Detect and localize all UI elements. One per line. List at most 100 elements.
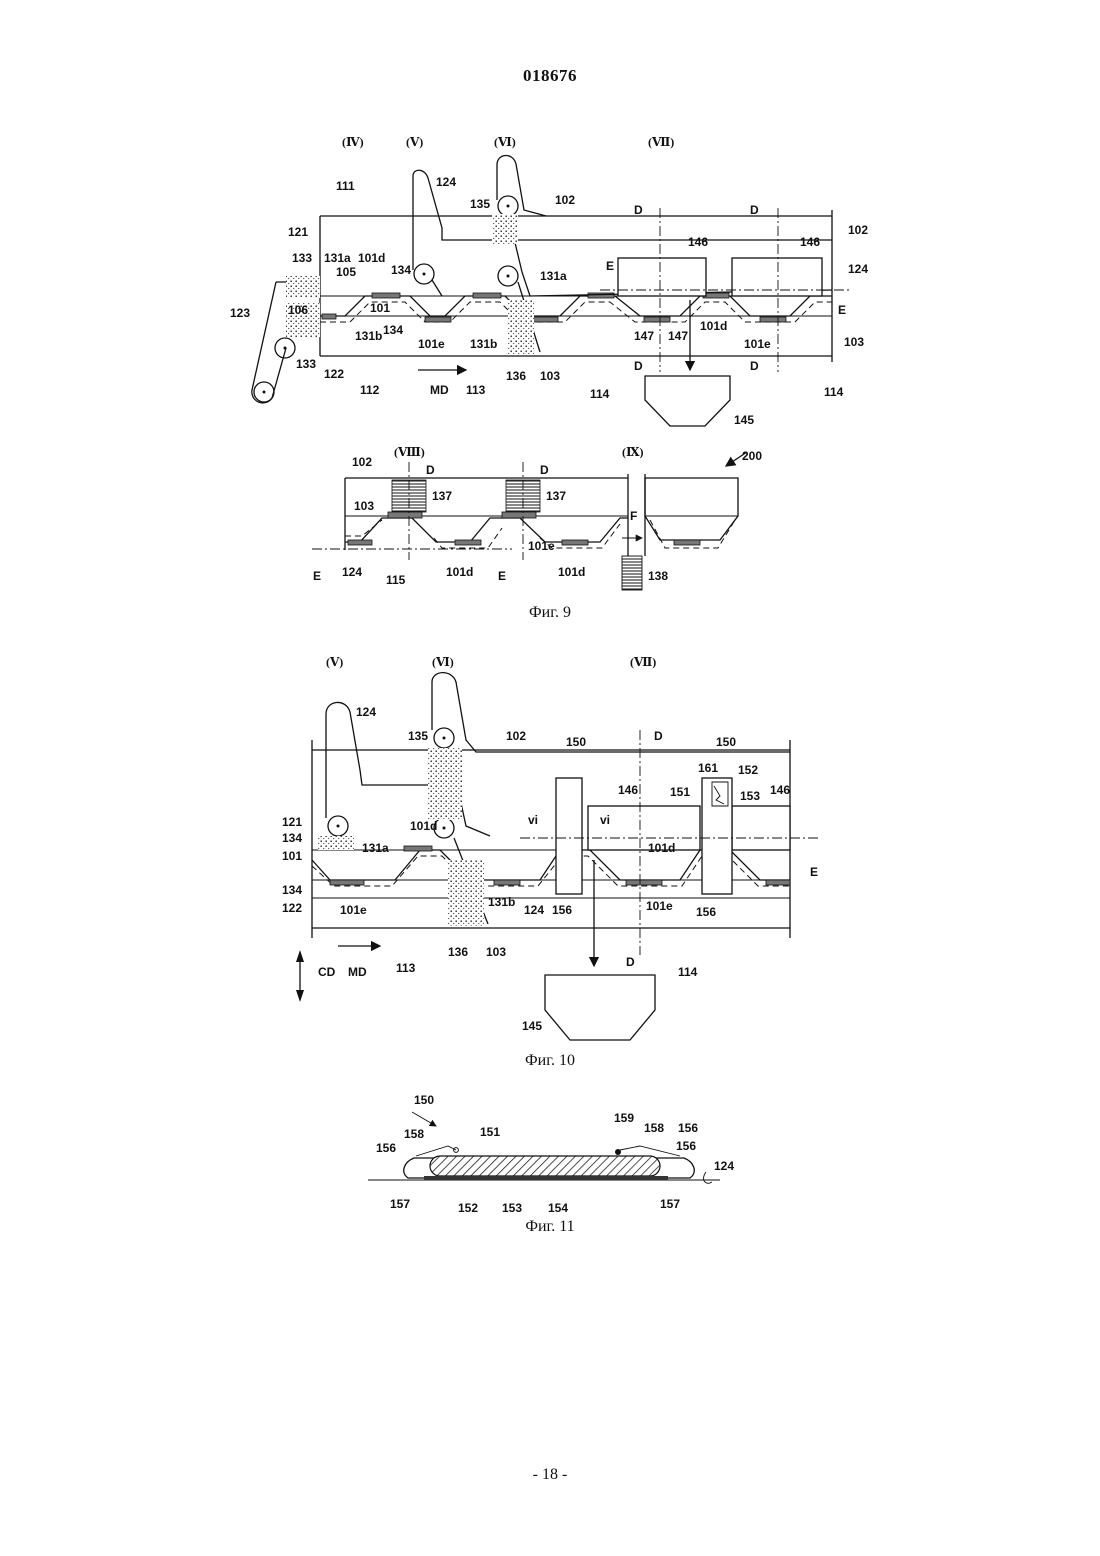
label: 131b [355, 329, 382, 343]
label: 133 [292, 251, 312, 265]
stipple-133 [286, 276, 320, 298]
label: 114 [590, 387, 610, 401]
label: D [540, 463, 549, 477]
label: 122 [324, 367, 344, 381]
label: 101d [648, 841, 675, 855]
label: 150 [414, 1093, 434, 1107]
figure-10-drawing: (Ⅴ) (Ⅵ) (Ⅶ) [0, 640, 1100, 1060]
pad-101d [562, 540, 588, 545]
label: 156 [676, 1139, 696, 1153]
label: E [498, 569, 506, 583]
absorbent-wave [320, 296, 832, 316]
label: 121 [282, 815, 302, 829]
label: 157 [660, 1197, 680, 1211]
pad-101e [532, 317, 558, 322]
label: 101d [700, 319, 727, 333]
label: 154 [548, 1201, 568, 1215]
sheet-102 [492, 155, 832, 354]
label: 134 [391, 263, 411, 277]
label: D [426, 463, 435, 477]
label: 103 [354, 499, 374, 513]
label: 131b [470, 337, 497, 351]
label: F [630, 509, 637, 523]
label: 124 [436, 175, 456, 189]
label: 115 [386, 573, 406, 587]
sheet-102 [428, 673, 790, 926]
label: E [606, 259, 614, 273]
label: 136 [506, 369, 526, 383]
label: 157 [390, 1197, 410, 1211]
label: D [634, 359, 643, 373]
label: 151 [480, 1125, 500, 1139]
label: 161 [698, 761, 718, 775]
figure-11-drawing: 150 159 158 151 158 156 156 156 124 157 … [0, 1090, 1100, 1220]
label: 137 [546, 489, 566, 503]
label: 124 [524, 903, 544, 917]
label: D [634, 203, 643, 217]
pad-101e [494, 880, 520, 885]
label: 146 [688, 235, 708, 249]
pad-101e [766, 880, 790, 885]
pad-101d [473, 293, 501, 298]
label: 101e [418, 337, 445, 351]
label: D [750, 359, 759, 373]
label: E [838, 303, 846, 317]
station-8: (Ⅷ) [394, 445, 425, 459]
label: 131a [324, 251, 351, 265]
bin-145 [645, 376, 730, 426]
label: 113 [466, 383, 486, 397]
label: E [313, 569, 321, 583]
label: 145 [522, 1019, 542, 1033]
stipple-135 [428, 748, 462, 820]
product-146 [732, 806, 790, 850]
pad-101d [348, 540, 372, 545]
label: MD [348, 965, 367, 979]
label: 200 [742, 449, 762, 463]
label: 102 [848, 223, 868, 237]
pad-101d [674, 540, 700, 545]
bin-145 [545, 975, 655, 1040]
label: 156 [552, 903, 572, 917]
station-5: (Ⅴ) [326, 655, 343, 669]
station-6: (Ⅵ) [494, 135, 516, 149]
label: 153 [502, 1201, 522, 1215]
label: 101d [446, 565, 473, 579]
label: 103 [844, 335, 864, 349]
label: 106 [288, 303, 308, 317]
figure-9-drawing: (Ⅳ) (Ⅴ) (Ⅵ) (Ⅶ) [0, 0, 1100, 620]
pad-101d [404, 846, 432, 851]
label: 124 [342, 565, 362, 579]
label: 101d [558, 565, 585, 579]
label: 113 [396, 961, 416, 975]
device-150 [702, 778, 732, 894]
label: 156 [376, 1141, 396, 1155]
label: D [654, 729, 663, 743]
label: 138 [648, 569, 668, 583]
label: 103 [540, 369, 560, 383]
device-150 [556, 778, 582, 894]
label: 101d [410, 819, 437, 833]
pad-101e [644, 317, 670, 322]
stack-138 [622, 556, 642, 590]
pad-101e [425, 317, 451, 322]
pad-101e [502, 512, 536, 518]
label: 150 [716, 735, 736, 749]
page-number: - 18 - [0, 1466, 1100, 1484]
label: 131b [488, 895, 515, 909]
label: 158 [404, 1127, 424, 1141]
label: 135 [470, 197, 490, 211]
station-7: (Ⅶ) [648, 135, 674, 149]
label: 131a [540, 269, 567, 283]
label: 152 [458, 1201, 478, 1215]
label: E [810, 865, 818, 879]
figure-10-caption: Фиг. 10 [0, 1052, 1100, 1070]
label: 101 [282, 849, 302, 863]
label: 124 [848, 262, 868, 276]
label: vi [600, 813, 610, 827]
stipple-136 [448, 860, 484, 926]
absorbent-wave-dashed [320, 302, 832, 322]
label: 147 [634, 329, 654, 343]
label: 146 [800, 235, 820, 249]
station-5: (Ⅴ) [406, 135, 423, 149]
label: 121 [288, 225, 308, 239]
